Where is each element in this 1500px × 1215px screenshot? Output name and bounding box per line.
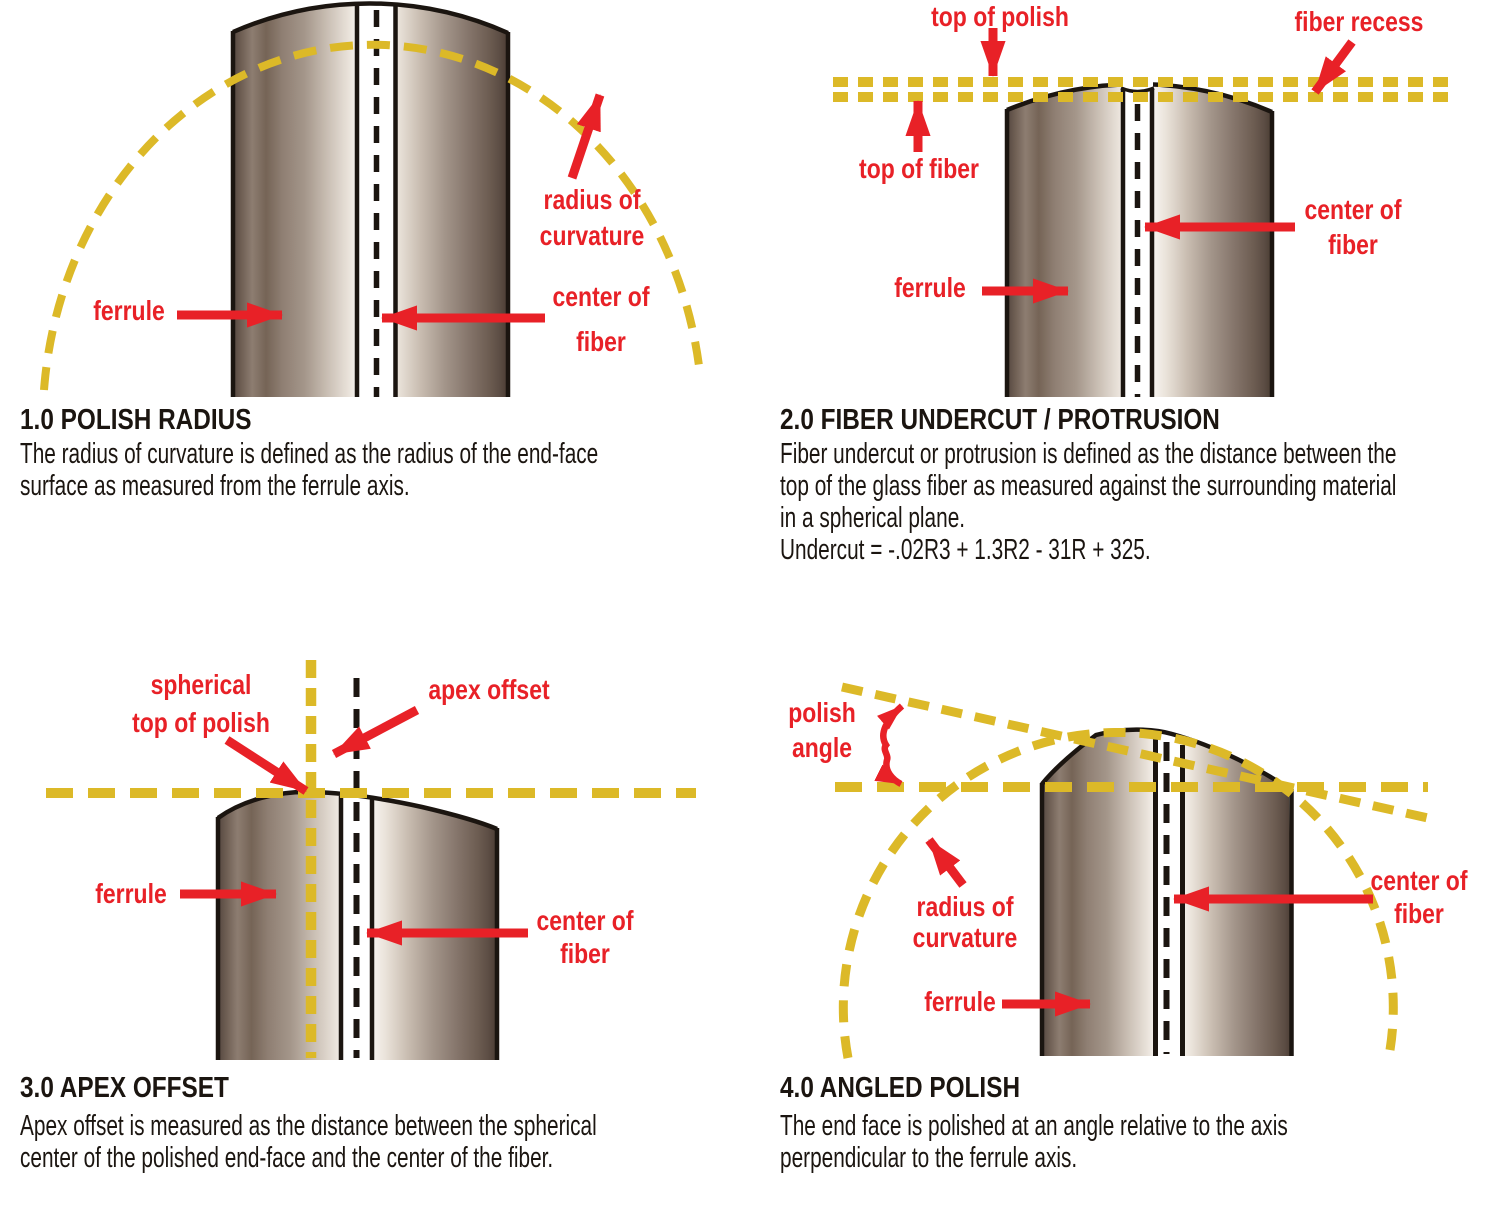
figure-apex-offset (46, 660, 696, 1060)
ferrule-label: ferrule (93, 295, 165, 326)
section-body-line: The end face is polished at an angle rel… (780, 1110, 1288, 1142)
section-body-line: The radius of curvature is defined as th… (20, 438, 599, 470)
radius-of-curvature-arrow (925, 837, 967, 888)
radius-of-curvature-arc (40, 40, 704, 391)
apex-offset-arrow (331, 706, 420, 758)
section-body-line: perpendicular to the ferrule axis. (780, 1142, 1078, 1174)
polish-angle-indicator (874, 703, 905, 787)
center-of-fiber-label: fiber (576, 326, 626, 357)
fiber-recess-arrow (1311, 39, 1356, 95)
section-body-line: Undercut = -.02R3 + 1.3R2 - 31R + 325. (780, 534, 1151, 566)
fiber-recess-notch (1120, 86, 1155, 94)
spherical-top-of-polish-label: top of polish (132, 707, 270, 738)
radius-of-curvature-label: radius of (543, 184, 641, 215)
section-body-line: Apex offset is measured as the distance … (20, 1110, 597, 1142)
ferrule-label: ferrule (894, 272, 966, 303)
center-of-fiber-label: fiber (1328, 229, 1378, 260)
center-of-fiber-label: center of (1370, 865, 1468, 896)
section-body-line: Fiber undercut or protrusion is defined … (780, 438, 1397, 470)
polish-angle-label: polish (788, 697, 856, 728)
center-of-fiber-label: fiber (560, 938, 610, 969)
section-body-line: in a spherical plane. (780, 502, 966, 534)
polish-angle-label: angle (792, 732, 852, 763)
radius-of-curvature-arrow (567, 93, 605, 180)
top-of-fiber-label: top of fiber (859, 153, 979, 184)
radius-of-curvature-label: curvature (912, 922, 1018, 953)
radius-of-curvature-label: radius of (916, 891, 1014, 922)
spherical-top-of-polish-label: spherical (150, 669, 252, 700)
figure-polish-radius (40, 1, 704, 398)
center-of-fiber-label: center of (1304, 194, 1402, 225)
fiber-recess-label: fiber recess (1294, 6, 1424, 37)
top-of-polish-label: top of polish (931, 1, 1069, 32)
radius-of-curvature-label: curvature (539, 220, 645, 251)
spherical-top-of-polish-arrow (224, 736, 309, 795)
endface-dome-outline (232, 1, 509, 36)
section-body-line: center of the polished end-face and the … (20, 1142, 554, 1174)
center-of-fiber-label: center of (552, 281, 650, 312)
figure-angled-polish (835, 682, 1429, 1059)
ferrule-label: ferrule (95, 878, 167, 909)
section-title-fiber-undercut: 2.0 FIBER UNDERCUT / PROTRUSION (780, 404, 1220, 436)
apex-offset-label: apex offset (428, 674, 550, 705)
section-title-angled-polish: 4.0 ANGLED POLISH (780, 1072, 1021, 1104)
section-title-polish-radius: 1.0 POLISH RADIUS (20, 404, 252, 436)
section-body-line: top of the glass fiber as measured again… (780, 470, 1397, 502)
center-of-fiber-label: fiber (1394, 898, 1444, 929)
section-body-line: surface as measured from the ferrule axi… (20, 470, 410, 502)
ferrule-label: ferrule (924, 986, 996, 1017)
center-of-fiber-label: center of (536, 905, 634, 936)
section-title-apex-offset: 3.0 APEX OFFSET (20, 1072, 229, 1104)
figure-fiber-undercut (833, 28, 1448, 397)
